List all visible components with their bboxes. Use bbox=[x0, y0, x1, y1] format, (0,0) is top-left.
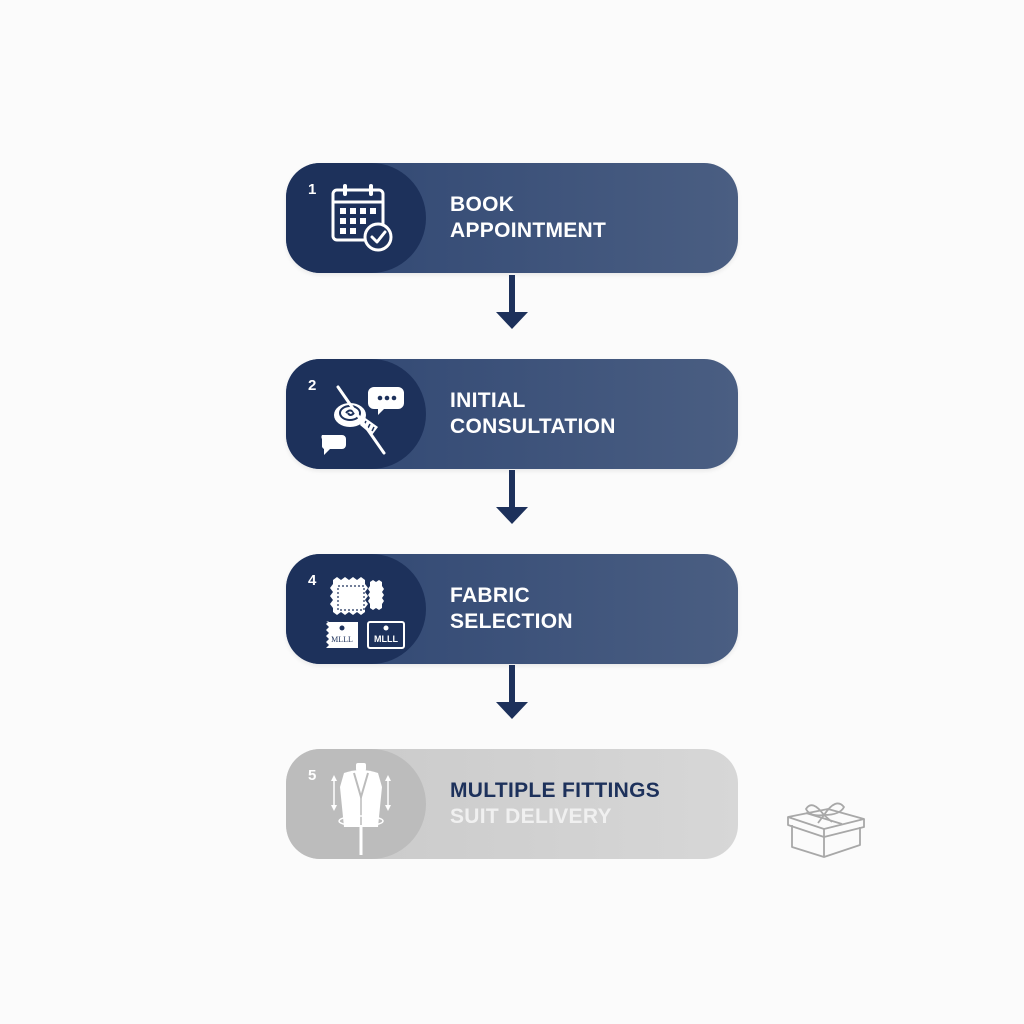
step-book-appointment: 1 BOOK APPOINTMENT bbox=[286, 163, 738, 273]
step-label-line-2: SUIT DELIVERY bbox=[450, 805, 612, 828]
step-icon-area: 2 bbox=[286, 359, 426, 469]
step-label-line-2: CONSULTATION bbox=[450, 415, 616, 438]
step-label-line-2: APPOINTMENT bbox=[450, 219, 607, 242]
step-label-line-1: FABRIC bbox=[450, 584, 530, 607]
fabric-swatches-icon: MLLL MLLL bbox=[326, 577, 405, 649]
step-fittings-delivery: 5 MULTIPLE FITTINGS SUIT DELIVERY bbox=[286, 749, 738, 859]
swatch-tag-right: MLLL bbox=[374, 634, 398, 644]
step-initial-consultation: 2 INITIAL CONSULTATION bbox=[286, 359, 738, 469]
step-label: INITIAL CONSULTATION bbox=[426, 359, 738, 469]
step-icon-area: 4 MLLL MLLL bbox=[286, 554, 426, 664]
step-number: 2 bbox=[308, 377, 317, 394]
step-number: 1 bbox=[308, 181, 317, 198]
calendar-check-icon bbox=[331, 184, 393, 252]
step-number: 5 bbox=[308, 767, 317, 784]
step-fabric-selection: 4 MLLL MLLL FABRIC SELECTION bbox=[286, 554, 738, 664]
measuring-tape-chat-icon bbox=[321, 385, 404, 455]
step-label-line-2: SELECTION bbox=[450, 610, 573, 633]
step-icon-area: 5 bbox=[286, 749, 426, 859]
step-label: FABRIC SELECTION bbox=[426, 554, 738, 664]
step-label: BOOK APPOINTMENT bbox=[426, 163, 738, 273]
gift-box-icon bbox=[787, 802, 865, 858]
step-label-line-1: MULTIPLE FITTINGS bbox=[450, 779, 661, 802]
step-icon-area: 1 bbox=[286, 163, 426, 273]
step-label-line-1: BOOK bbox=[450, 193, 515, 216]
tailor-dummy-icon bbox=[331, 763, 391, 855]
down-arrow-icon bbox=[496, 470, 528, 524]
step-label: MULTIPLE FITTINGS SUIT DELIVERY bbox=[426, 749, 738, 859]
down-arrow-icon bbox=[496, 275, 528, 329]
swatch-tag-left: MLLL bbox=[331, 635, 353, 644]
step-label-line-1: INITIAL bbox=[450, 389, 526, 412]
step-number: 4 bbox=[308, 572, 317, 589]
down-arrow-icon bbox=[496, 665, 528, 719]
